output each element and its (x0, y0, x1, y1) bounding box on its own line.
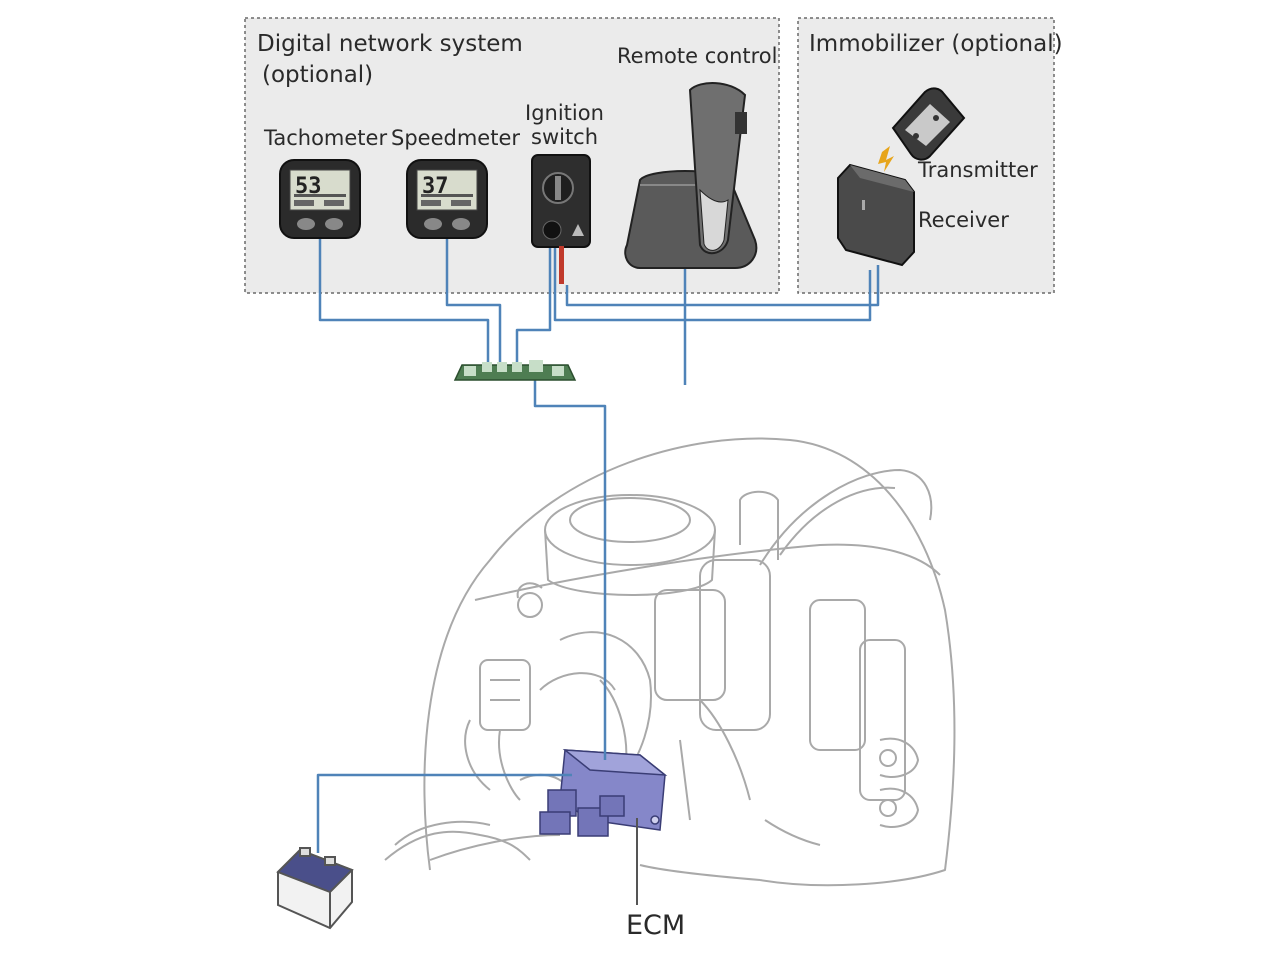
ignition-label-line1: Ignition (525, 101, 604, 125)
immobilizer-transmitter (891, 87, 966, 161)
signal-spark-icon (878, 146, 894, 172)
speedmeter-reading: 37 (422, 174, 449, 199)
ignition-label-line2: switch (531, 125, 599, 149)
battery (276, 847, 354, 930)
speedmeter-gauge (406, 159, 488, 239)
remote-control-label: Remote control (617, 44, 778, 68)
tachometer-reading: 53 (295, 174, 322, 199)
outboard-engine (384, 437, 956, 887)
ignition-switch (531, 154, 591, 284)
receiver-label: Receiver (918, 208, 1009, 232)
digital-network-subtitle: (optional) (262, 62, 374, 88)
remote-control-lever (624, 82, 758, 269)
wiring (316, 238, 880, 905)
digital-network-title: Digital network system (257, 31, 523, 57)
tachometer-label: Tachometer (264, 126, 388, 150)
network-hub (453, 360, 577, 381)
ecm-unit (539, 749, 668, 837)
ecm-label: ECM (626, 910, 686, 941)
immobilizer-title: Immobilizer (optional) (809, 31, 1063, 57)
tachometer-gauge (279, 159, 361, 239)
speedmeter-label: Speedmeter (391, 126, 520, 150)
transmitter-label: Transmitter (918, 158, 1038, 182)
immobilizer-receiver (837, 163, 915, 267)
